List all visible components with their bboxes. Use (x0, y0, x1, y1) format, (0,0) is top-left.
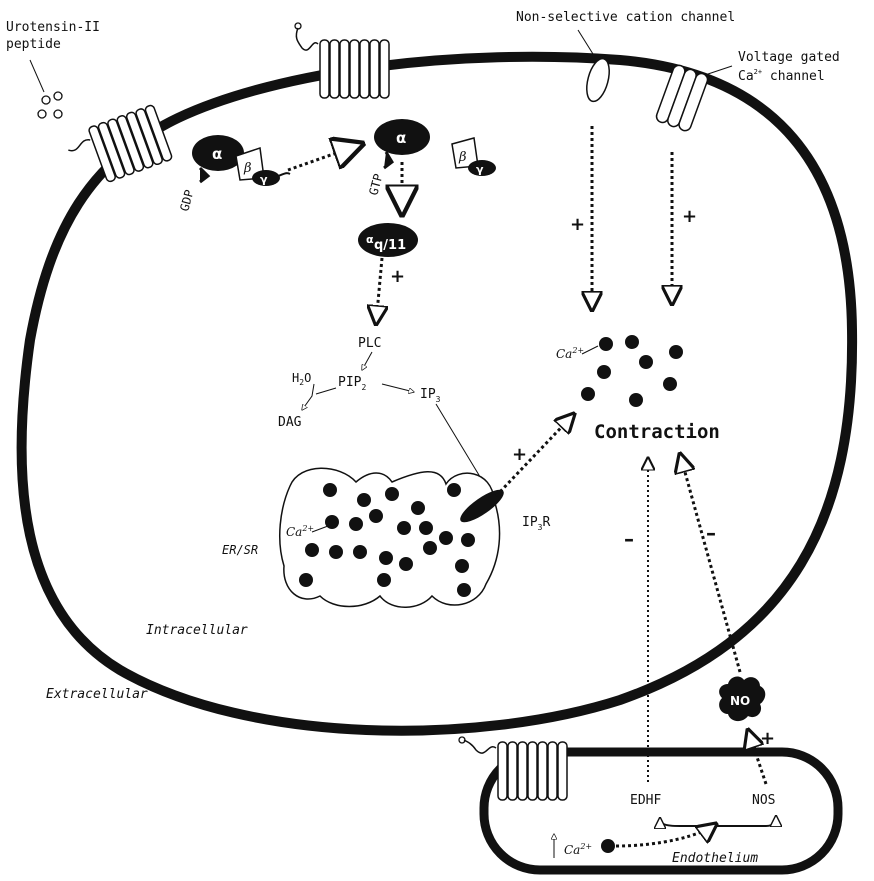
ca-cytosol-label: Ca2+ (556, 346, 584, 361)
intracellular-label: Intracellular (146, 623, 248, 638)
er-calcium-release-arrow (496, 414, 574, 496)
plus-sign-vgcc: + (682, 206, 697, 227)
minus-sign-edhf: – (624, 527, 634, 551)
g-gamma-free-label: γ (476, 163, 484, 176)
alpha-q11-symbol: α (366, 233, 374, 246)
vgcc-label-line2: Ca2+ channel (738, 68, 825, 84)
g-alpha-label: α (212, 145, 222, 163)
plus-sign-cation: + (570, 214, 585, 235)
pip2-label: PIP2 (338, 375, 366, 392)
contraction-label: Contraction (594, 421, 720, 443)
ut-receptor-left (64, 104, 173, 191)
g-beta-left-label: β (243, 161, 252, 176)
ut-receptor-endothelium (459, 737, 567, 800)
extracellular-label: Extracellular (46, 687, 148, 702)
no-label: NO (730, 694, 750, 708)
non-selective-cation-channel (583, 56, 614, 104)
peptide-label-line2: peptide (6, 37, 61, 52)
gdp-label: GDP (177, 188, 196, 213)
gtp-label: GTP (366, 172, 385, 197)
g-gamma-left-label: γ (260, 173, 268, 186)
ip3r-label: IP3R (522, 515, 550, 532)
activation-arrow (288, 144, 362, 170)
g-alpha-gtp-label: α (396, 129, 406, 147)
ip3-label: IP3 (420, 387, 441, 404)
endothelium-label: Endothelium (672, 851, 758, 866)
voltage-gated-ca-channel (655, 64, 709, 133)
g-beta-free-label: β (458, 150, 467, 165)
endothelial-calcium (601, 839, 615, 853)
cytosolic-calcium (581, 335, 683, 407)
nos-label: NOS (752, 793, 775, 808)
dag-label: DAG (278, 415, 302, 430)
er-sr-label: ER/SR (222, 543, 258, 557)
plus-sign-ip3r: + (512, 444, 527, 465)
alpha-q11-subscript: q/11 (374, 238, 406, 253)
edhf-label: EDHF (630, 793, 661, 808)
minus-sign-no: – (706, 521, 716, 545)
plus-sign-plc: + (390, 266, 405, 287)
h2o-label: H2O (292, 371, 311, 387)
plus-sign-nos: + (760, 728, 775, 749)
plc-label: PLC (358, 336, 381, 351)
peptide-molecules (38, 92, 62, 118)
ut-receptor-top (295, 23, 389, 98)
vgcc-label-line1: Voltage gated (738, 50, 840, 65)
peptide-label-line1: Urotensin-II (6, 20, 100, 35)
cation-channel-label: Non-selective cation channel (516, 10, 735, 25)
